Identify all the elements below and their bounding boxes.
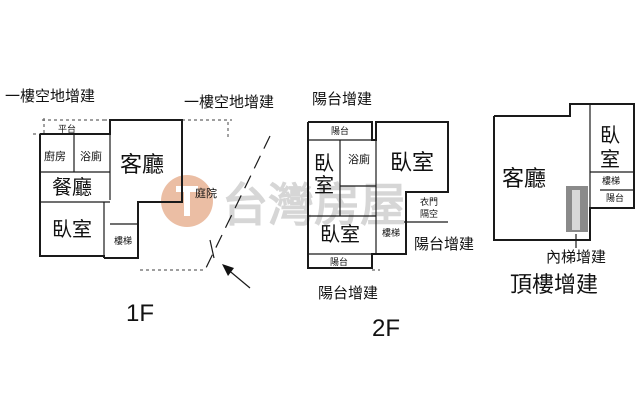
f1-floor-label: 1F bbox=[126, 300, 154, 327]
f1-bath-label: 浴廁 bbox=[80, 149, 102, 163]
f1-balcony-label: 平台 bbox=[58, 123, 76, 135]
rooftop-addition-annotation: 頂樓增建 bbox=[510, 273, 598, 298]
f2-bedroom-a-label-1: 臥 bbox=[314, 151, 334, 175]
f2-balcony-bottom-label: 陽台 bbox=[330, 256, 348, 268]
rooftop-plan: 客廳 臥 室 樓梯 陽台 內梯增建 頂樓增建 bbox=[493, 103, 635, 298]
floor-1-plan: 平台 廚房 浴廁 客廳 餐廳 庭院 臥室 樓梯 一樓空地增建 一樓空地增建 1F bbox=[5, 87, 274, 327]
rooftop-stairs-label: 樓梯 bbox=[602, 175, 620, 187]
rooftop-balcony-label: 陽台 bbox=[606, 192, 624, 204]
f2-balcony-top-label: 陽台 bbox=[331, 125, 349, 137]
watermark-text: 台灣房屋 bbox=[222, 178, 406, 232]
f1-bedroom-label: 臥室 bbox=[52, 217, 92, 241]
rooftop-bedroom-label-1: 臥 bbox=[600, 123, 620, 147]
f2-floor-label: 2F bbox=[372, 315, 400, 342]
f1-garden-label: 庭院 bbox=[195, 186, 217, 200]
f1-living-label: 客廳 bbox=[120, 153, 164, 178]
rooftop-bedroom-label-2: 室 bbox=[600, 147, 620, 171]
f2-bath-label: 浴廁 bbox=[348, 152, 370, 166]
f1-kitchen-label: 廚房 bbox=[44, 149, 66, 163]
f2-bedroom-c-label: 臥室 bbox=[320, 222, 360, 246]
f2-closet-label-1: 衣門 bbox=[420, 196, 438, 208]
f2-closet-label-2: 隔空 bbox=[420, 208, 438, 220]
watermark: 台灣房屋 bbox=[161, 175, 406, 232]
f2-stairs-label: 樓梯 bbox=[382, 227, 400, 239]
inner-stair-annotation: 內梯增建 bbox=[546, 248, 606, 266]
f2-right-balcony-annotation: 陽台增建 bbox=[414, 235, 474, 253]
f1-dining-label: 餐廳 bbox=[52, 175, 92, 199]
f2-top-balcony-annotation: 陽台增建 bbox=[312, 90, 372, 108]
f1-left-addition-annotation: 一樓空地增建 bbox=[5, 87, 95, 105]
floor-2-plan: 陽台 臥 室 浴廁 臥室 衣門 隔空 臥室 樓梯 陽台 陽台增建 陽台增建 陽台… bbox=[307, 90, 474, 342]
f2-bottom-balcony-annotation: 陽台增建 bbox=[318, 284, 378, 302]
f1-stairs-label: 樓梯 bbox=[114, 235, 132, 247]
f2-bedroom-b-label: 臥室 bbox=[390, 151, 434, 176]
f2-bedroom-a-label-2: 室 bbox=[314, 173, 334, 197]
rooftop-living-label: 客廳 bbox=[502, 167, 546, 192]
f1-right-addition-annotation: 一樓空地增建 bbox=[184, 93, 274, 111]
